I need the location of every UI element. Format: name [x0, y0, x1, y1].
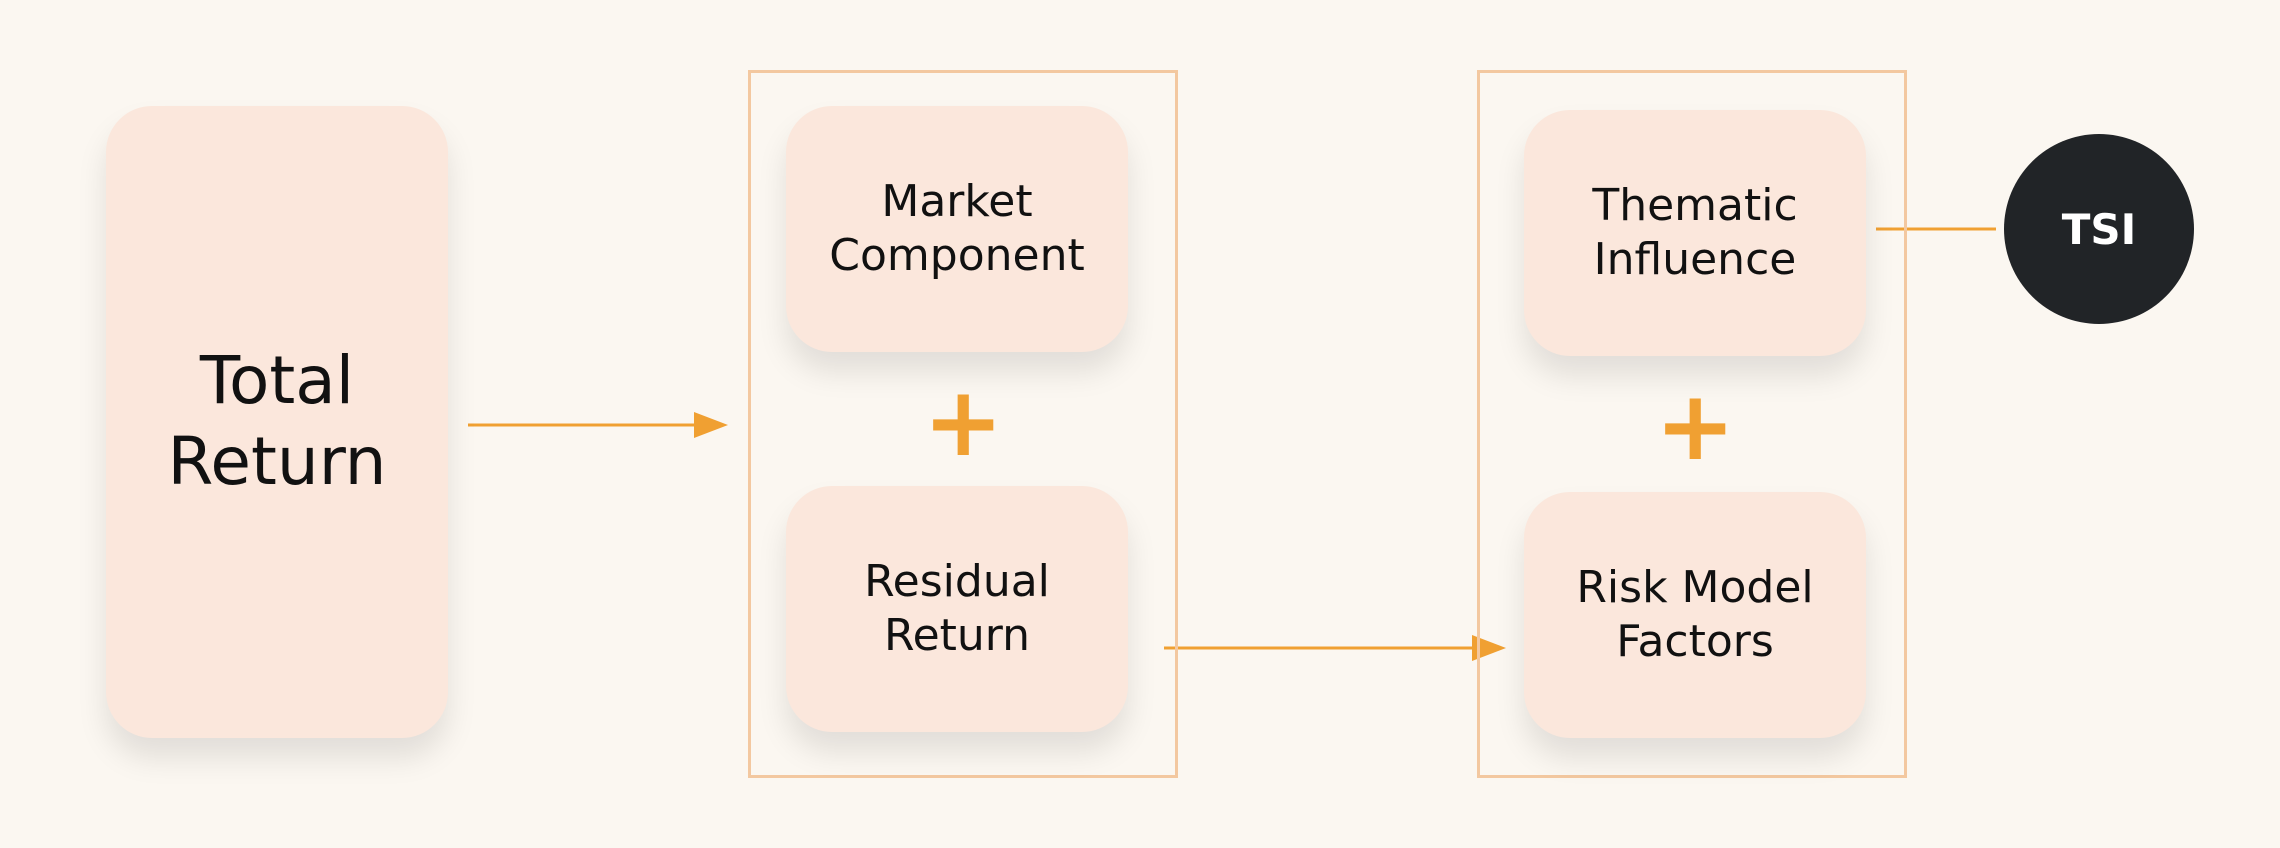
risk-model-factors-label: Risk Model Factors [1576, 562, 1814, 667]
tsi-badge-label: TSI [2061, 204, 2137, 254]
thematic-influence-node: Thematic Influence [1524, 110, 1866, 356]
market-component-node: Market Component [786, 106, 1128, 352]
arrow-total-to-group-one [468, 412, 728, 438]
total-return-label: Total Return [167, 342, 387, 500]
group-two-box [1477, 70, 1907, 778]
residual-return-node: Residual Return [786, 486, 1128, 732]
arrow-residual-to-group-two [1164, 635, 1506, 661]
market-component-label: Market Component [829, 176, 1085, 281]
thematic-influence-label: Thematic Influence [1592, 180, 1798, 285]
risk-model-factors-node: Risk Model Factors [1524, 492, 1866, 738]
residual-return-label: Residual Return [864, 556, 1050, 661]
plus-operator-group-one: + [923, 366, 1004, 478]
plus-operator-group-two: + [1655, 370, 1736, 482]
group-one-box [748, 70, 1178, 778]
total-return-node: Total Return [106, 106, 448, 738]
tsi-badge: TSI [2004, 134, 2194, 324]
